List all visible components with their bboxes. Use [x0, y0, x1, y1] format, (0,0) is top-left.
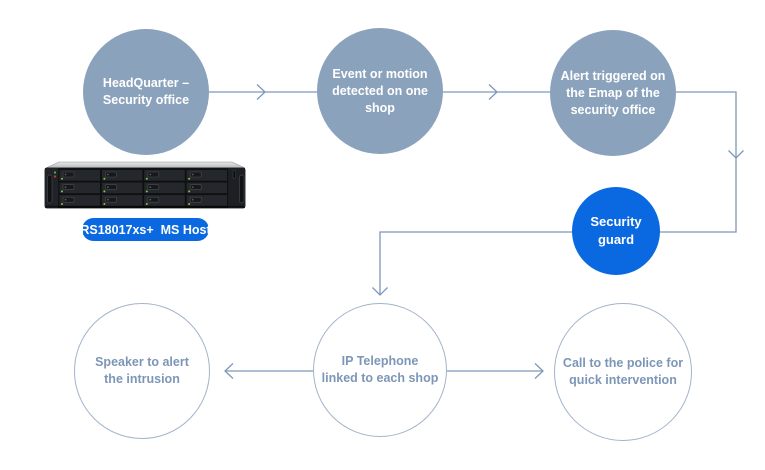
rackstation-nas-12bay-icon: [44, 161, 246, 209]
server-model-badge-label: RS18017xs+ MS Host: [80, 222, 211, 237]
node-speaker-alert: Speaker to alert the intrusion: [74, 303, 210, 439]
arrowhead-right-icon: [256, 84, 266, 100]
arrowhead-down-icon: [372, 287, 388, 296]
node-alert-triggered-label: Alert triggered on the Emap of the secur…: [560, 68, 666, 117]
server-model-badge: RS18017xs+ MS Host: [80, 218, 211, 241]
node-event-detected-label: Event or motion detected on one shop: [332, 66, 428, 115]
connector-alert-to-ipphone: [379, 91, 737, 295]
node-security-guard-label: Security guard: [590, 214, 642, 247]
node-speaker-alert-label: Speaker to alert the intrusion: [95, 355, 189, 386]
arrowhead-right-icon: [534, 363, 544, 379]
node-headquarter: HeadQuarter – Security office: [83, 29, 209, 155]
arrowhead-down-icon: [728, 150, 744, 159]
node-call-police-label: Call to the police for quick interventio…: [562, 356, 684, 387]
node-alert-triggered: Alert triggered on the Emap of the secur…: [550, 30, 676, 156]
arrowhead-right-icon: [488, 84, 498, 100]
arrowhead-left-icon: [224, 363, 234, 379]
node-call-police: Call to the police for quick interventio…: [554, 303, 692, 441]
node-ip-telephone: IP Telephone linked to each shop: [313, 303, 447, 437]
node-security-guard: Security guard: [572, 187, 660, 275]
node-ip-telephone-label: IP Telephone linked to each shop: [321, 354, 439, 385]
node-event-detected: Event or motion detected on one shop: [317, 28, 443, 154]
node-headquarter-label: HeadQuarter – Security office: [102, 76, 190, 107]
